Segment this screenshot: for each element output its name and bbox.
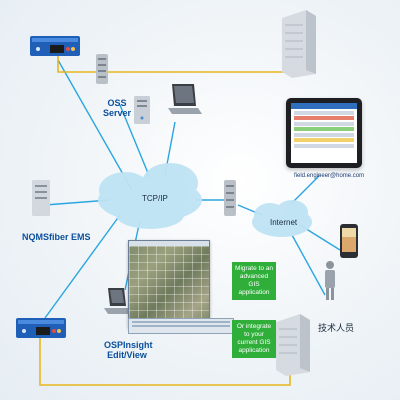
tablet-row xyxy=(294,143,354,148)
laptop-icon xyxy=(168,84,202,114)
link-ems-top-to-cloud xyxy=(57,59,133,191)
tablet-row xyxy=(294,110,354,115)
technician-icon xyxy=(325,261,335,300)
link-oss-to-cloud xyxy=(119,104,151,179)
tcpip-label: TCP/IP xyxy=(142,194,168,203)
splitter-device xyxy=(96,54,108,84)
internet-label: Internet xyxy=(270,218,298,227)
fiber-link-top xyxy=(57,50,297,73)
link-ems-bottom-to-cloud xyxy=(44,214,121,319)
ospinsight-laptop-icon xyxy=(104,288,132,314)
map-panel-row xyxy=(132,321,230,323)
migrate-callout: Migrate to an advanced GIS application xyxy=(232,262,276,300)
oss-server-icon xyxy=(134,96,150,124)
oss-server-label: OSS Server xyxy=(103,98,132,118)
tcpip-cloud xyxy=(98,163,202,229)
link-internet-to-tablet xyxy=(289,174,321,206)
building-bottom-icon xyxy=(276,314,310,376)
tablet-row xyxy=(294,121,354,126)
ems-device-bottom xyxy=(16,318,66,338)
firewall-icon xyxy=(224,180,236,216)
technician-label: 技术人员 xyxy=(318,323,355,333)
email-label: field.engineer@home.com xyxy=(294,173,365,179)
map-toolbar xyxy=(129,241,209,246)
integrate-callout: Or integrate to your current GIS applica… xyxy=(232,320,276,358)
tablet-screen xyxy=(291,103,357,163)
nqms-server-icon xyxy=(32,180,50,216)
smartphone-icon xyxy=(340,224,358,258)
tablet-device xyxy=(286,98,362,168)
link-internet-to-technician xyxy=(291,234,326,296)
ems-device-top xyxy=(30,36,80,56)
map-attribute-panel xyxy=(128,318,234,334)
tablet-row xyxy=(294,127,354,131)
tablet-screen-header xyxy=(291,103,357,109)
map-panel-row xyxy=(132,325,230,327)
internet-cloud xyxy=(252,200,312,237)
ospinsight-label: OSPInsight Edit/View xyxy=(104,340,153,360)
tablet-row xyxy=(294,132,354,137)
building-top-icon xyxy=(282,10,316,78)
tablet-row xyxy=(294,138,354,142)
nqms-ems-label: NQMSfiber EMS xyxy=(22,232,91,242)
tablet-row xyxy=(294,116,354,120)
gis-map-screenshot xyxy=(128,240,210,328)
